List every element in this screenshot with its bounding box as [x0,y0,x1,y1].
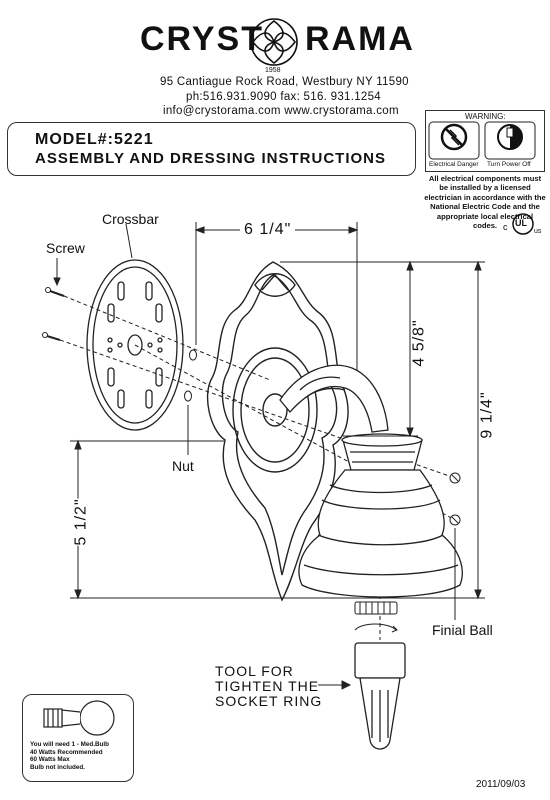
dimension-total-height: 9 1/4" [478,391,497,439]
page-title: ASSEMBLY AND DRESSING INSTRUCTIONS [35,150,386,167]
brand-name-right: RAMA [305,20,415,58]
tool-caption-line1: TOOL FOR [215,663,294,679]
bulb-requirements: You will need 1 - Med.Bulb 40 Watts Reco… [30,741,130,771]
warning-box [425,110,545,172]
electrical-danger-icon [428,121,480,160]
power-off-icon [484,121,536,160]
bulb-icon [43,700,115,736]
brand-name-left: CRYST [140,20,264,58]
cert-ul-label: UL [515,218,527,228]
nut-label: Nut [172,458,194,474]
founded-year: 1958 [265,67,281,74]
electrical-danger-label: Electrical Danger [429,161,479,168]
crossbar-label: Crossbar [102,211,159,227]
fixture-arm [279,364,389,433]
glass-shade [298,469,463,598]
dimension-upper-height: 4 5/8" [410,319,429,367]
tool-caption-line2: TIGHTEN THE [215,678,320,694]
bulb-line1: You will need 1 - Med.Bulb [30,741,109,748]
company-phone: ph:516.931.9090 fax: 516. 931.1254 [186,91,382,103]
model-number: MODEL#:5221 [35,131,154,148]
dimension-width: 6 1/4" [240,221,296,239]
screw-lower [42,332,61,341]
bulb-info-box [22,694,134,782]
tool-caption: TOOL FOR TIGHTEN THE SOCKET RING [215,664,322,709]
tool-caption-line3: SOCKET RING [215,693,323,709]
tool-arrow [318,680,352,690]
cert-us-label: us [534,228,542,235]
ul-certification-icon [512,213,534,235]
warning-title: WARNING: [465,112,506,121]
screw-label: Screw [46,240,85,256]
dimension-lower-height: 5 1/2" [72,498,91,546]
electrical-notice: All electrical components must be instal… [424,174,546,231]
crossbar-leader [125,223,133,259]
bulb-line2: 40 Watts Recommended [30,748,103,756]
bulb-line4: Bulb not included. [30,763,85,771]
cert-c-label: c [503,222,508,232]
socket-cup [341,433,423,471]
document-date: 2011/09/03 [476,779,526,790]
crystorama-logo-emblem [250,18,298,66]
finial-ball [354,601,398,633]
power-off-label: Turn Power Off [487,161,531,168]
screw-leader [53,258,61,287]
finial-ball-label: Finial Ball [432,622,493,638]
shade-screws [449,472,461,526]
nut-parts [184,349,197,402]
socket-tool [354,642,406,750]
company-address: 95 Cantiague Rock Road, Westbury NY 1159… [160,76,409,88]
title-box [7,122,416,176]
bulb-line3: 60 Watts Max [30,756,70,763]
company-web: info@crystorama.com www.crystorama.com [163,105,399,117]
screw-upper [45,287,65,297]
